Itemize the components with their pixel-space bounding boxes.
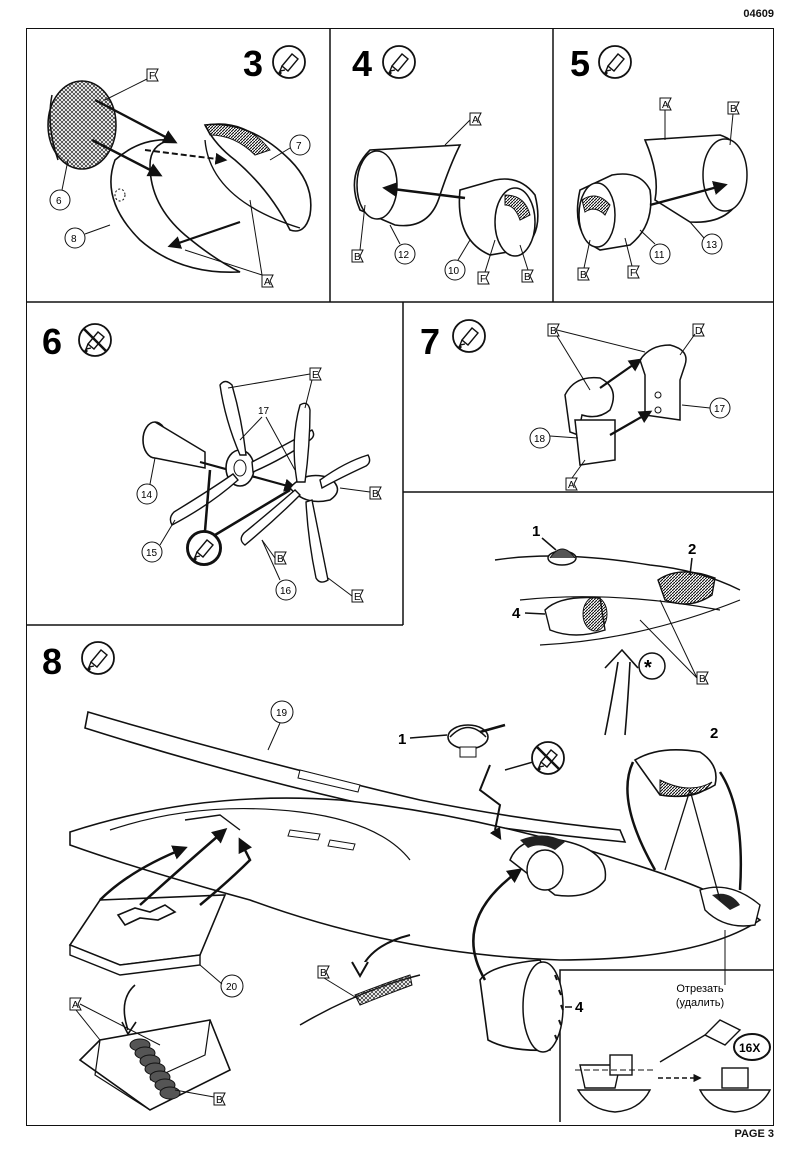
step-5-panel: 5 A B B F 11 13	[570, 43, 748, 281]
svg-text:B: B	[320, 968, 327, 979]
part-19-wing	[84, 710, 627, 843]
page-frame	[26, 28, 774, 1126]
svg-text:14: 14	[141, 490, 153, 501]
svg-text:B: B	[699, 674, 706, 685]
svg-text:4: 4	[575, 999, 584, 1016]
svg-text:18: 18	[534, 434, 546, 445]
glue-icon	[272, 45, 306, 79]
step-7-number: 7	[420, 321, 440, 362]
glue-icon	[452, 319, 486, 353]
glue-icon	[81, 641, 115, 675]
svg-text:B: B	[354, 252, 361, 263]
svg-text:D: D	[695, 326, 702, 337]
letter-F: F	[149, 71, 155, 82]
svg-text:B: B	[730, 104, 737, 115]
svg-text:A: A	[72, 1000, 79, 1011]
part-7	[203, 123, 312, 232]
svg-text:2: 2	[710, 725, 718, 742]
page-number: PAGE 3	[734, 1128, 774, 1140]
svg-text:13: 13	[706, 240, 718, 251]
assembled-inset: 1 2 4 B *	[494, 523, 741, 736]
svg-text:20: 20	[226, 982, 238, 993]
step-6-number: 6	[42, 321, 62, 362]
svg-text:E: E	[312, 370, 319, 381]
svg-text:*: *	[644, 657, 652, 679]
step-4-number: 4	[352, 43, 372, 84]
svg-text:B: B	[524, 272, 531, 283]
svg-text:11: 11	[654, 250, 665, 261]
svg-text:4: 4	[512, 605, 521, 622]
step-4-panel: 4 A B F B 12 10	[351, 43, 539, 285]
svg-text:16: 16	[280, 586, 292, 597]
svg-text:A: A	[472, 115, 479, 126]
step-7-panel: 7 B D A 18 17	[420, 319, 731, 491]
glue-icon	[382, 45, 416, 79]
svg-text:2: 2	[688, 541, 696, 558]
svg-text:19: 19	[276, 708, 288, 719]
part-number-6: 6	[56, 196, 62, 207]
cut-note-line2: (удалить)	[676, 997, 724, 1009]
svg-text:12: 12	[398, 250, 410, 261]
svg-text:F: F	[480, 274, 486, 285]
svg-text:1: 1	[532, 523, 540, 540]
svg-text:A: A	[568, 480, 575, 491]
step-8-number: 8	[42, 641, 62, 682]
svg-text:B: B	[550, 326, 557, 337]
svg-text:10: 10	[448, 266, 460, 277]
svg-text:B: B	[372, 489, 379, 500]
svg-text:B: B	[216, 1095, 223, 1106]
step-3-number: 3	[243, 43, 263, 84]
part-6-mesh	[47, 80, 117, 170]
cut-note-line1: Отрезать	[676, 983, 724, 995]
svg-text:1: 1	[398, 731, 406, 748]
svg-text:B: B	[580, 270, 587, 281]
cut-note-box: Отрезать (удалить) 16X	[575, 930, 772, 1113]
step-5-number: 5	[570, 43, 590, 84]
panel-borders	[26, 28, 774, 1122]
part-18	[574, 419, 616, 466]
zoom-label: 16X	[739, 1041, 760, 1055]
document-code: 04609	[743, 8, 774, 20]
no-glue-icon	[532, 742, 564, 774]
glue-icon	[598, 45, 632, 79]
svg-text:A: A	[662, 100, 669, 111]
step-6-panel: 6 E 17 B B	[42, 321, 382, 603]
no-glue-icon	[79, 324, 111, 356]
step-8-panel: 8	[42, 641, 762, 1111]
svg-text:B: B	[277, 554, 284, 565]
svg-text:E: E	[354, 592, 361, 603]
svg-text:17: 17	[714, 404, 726, 415]
step-3-panel: 3 F A 6 7 8	[47, 43, 312, 288]
letter-A: A	[264, 277, 271, 288]
svg-text:15: 15	[146, 548, 158, 559]
part-number-7: 7	[296, 141, 302, 152]
part-number-8: 8	[71, 234, 77, 245]
svg-text:17: 17	[258, 406, 270, 417]
svg-text:F: F	[630, 268, 636, 279]
part-17	[639, 344, 687, 421]
